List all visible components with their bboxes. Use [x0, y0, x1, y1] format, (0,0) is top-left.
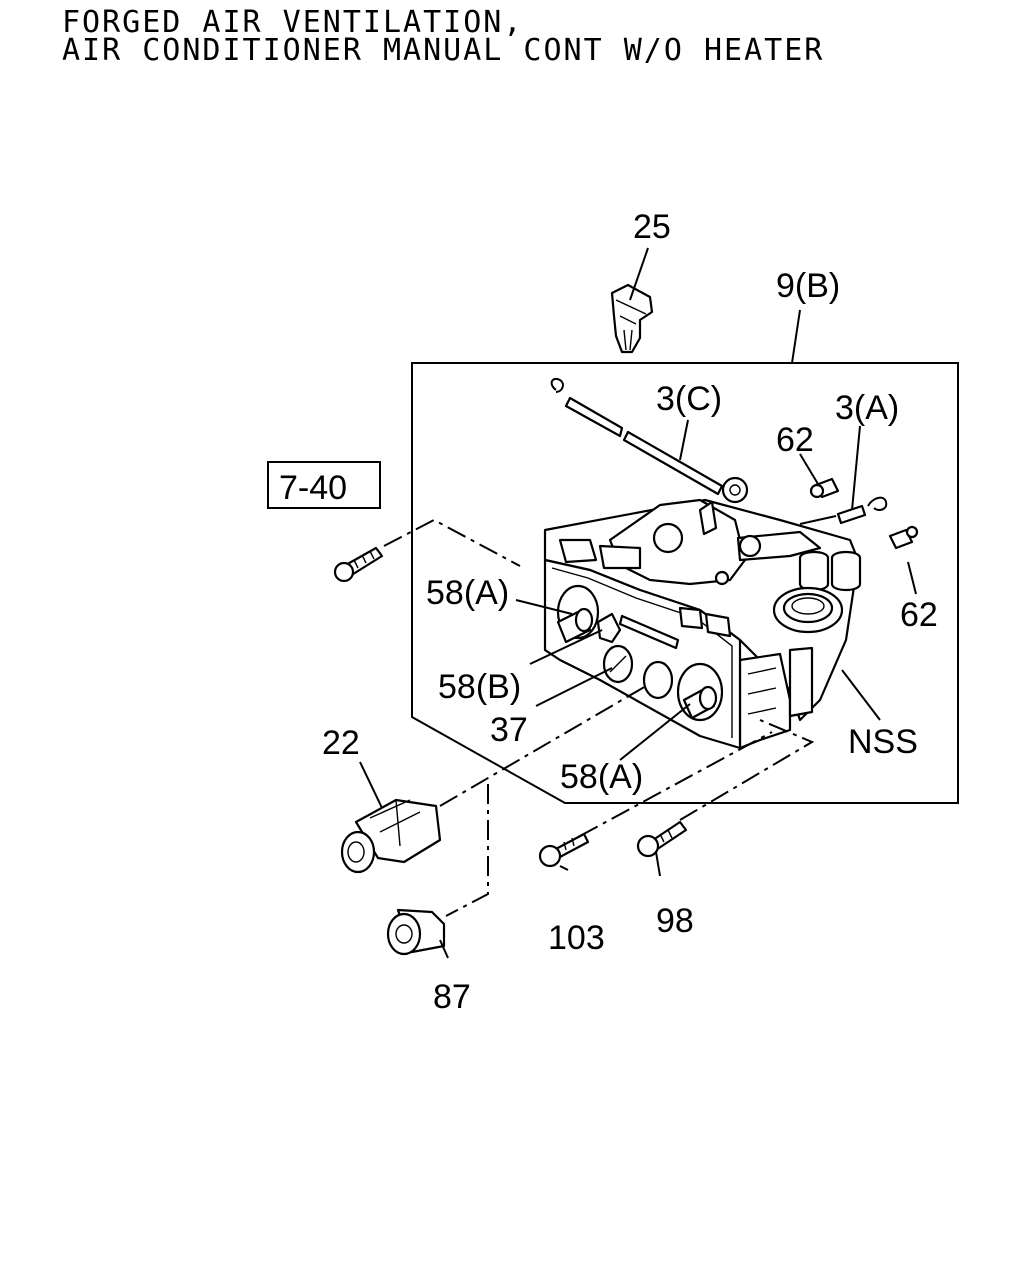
callout-62-top: 62 — [776, 421, 814, 459]
part-58a-knob-upper[interactable] — [556, 607, 594, 644]
callout-62-right: 62 — [900, 596, 938, 634]
callout-37: 37 — [490, 711, 528, 749]
assembly-box-9b — [411, 362, 959, 804]
part-103-screw[interactable] — [538, 832, 590, 868]
callout-25: 25 — [633, 208, 671, 246]
callout-3a: 3(A) — [835, 389, 899, 427]
callout-58a-upper: 58(A) — [426, 574, 509, 612]
part-58a-knob-lower[interactable] — [682, 685, 718, 720]
callout-9b: 9(B) — [776, 267, 840, 305]
callout-103: 103 — [548, 919, 605, 957]
part-62-bulb-right[interactable] — [888, 525, 919, 550]
part-22-switch[interactable] — [340, 798, 442, 874]
ref-box-7-40 — [267, 461, 381, 509]
callout-58a-lower: 58(A) — [560, 758, 643, 796]
part-7-40-screw[interactable] — [333, 546, 384, 583]
callout-nss: NSS — [848, 723, 918, 761]
part-58b-knob[interactable] — [596, 612, 622, 644]
callout-3c: 3(C) — [656, 380, 722, 418]
part-3c-cable[interactable] — [550, 378, 749, 504]
callout-22: 22 — [322, 724, 360, 762]
part-37-dial[interactable] — [602, 644, 634, 684]
callout-58b: 58(B) — [438, 668, 521, 706]
part-98-screw[interactable] — [636, 820, 688, 858]
part-25-clip[interactable] — [610, 283, 654, 354]
callout-98: 98 — [656, 902, 694, 940]
diagram-title-line-2: AIR CONDITIONER MANUAL CONT W/O HEATER — [62, 33, 825, 68]
callout-7-40: 7-40 — [279, 469, 347, 507]
callout-87: 87 — [433, 978, 471, 1016]
leader-lines — [359, 247, 917, 959]
part-87-socket[interactable] — [386, 908, 446, 956]
diagram-title-line-1: FORGED AIR VENTILATION, — [62, 5, 524, 40]
part-3a-cable[interactable] — [799, 496, 888, 525]
part-62-bulb-top[interactable] — [809, 477, 840, 499]
